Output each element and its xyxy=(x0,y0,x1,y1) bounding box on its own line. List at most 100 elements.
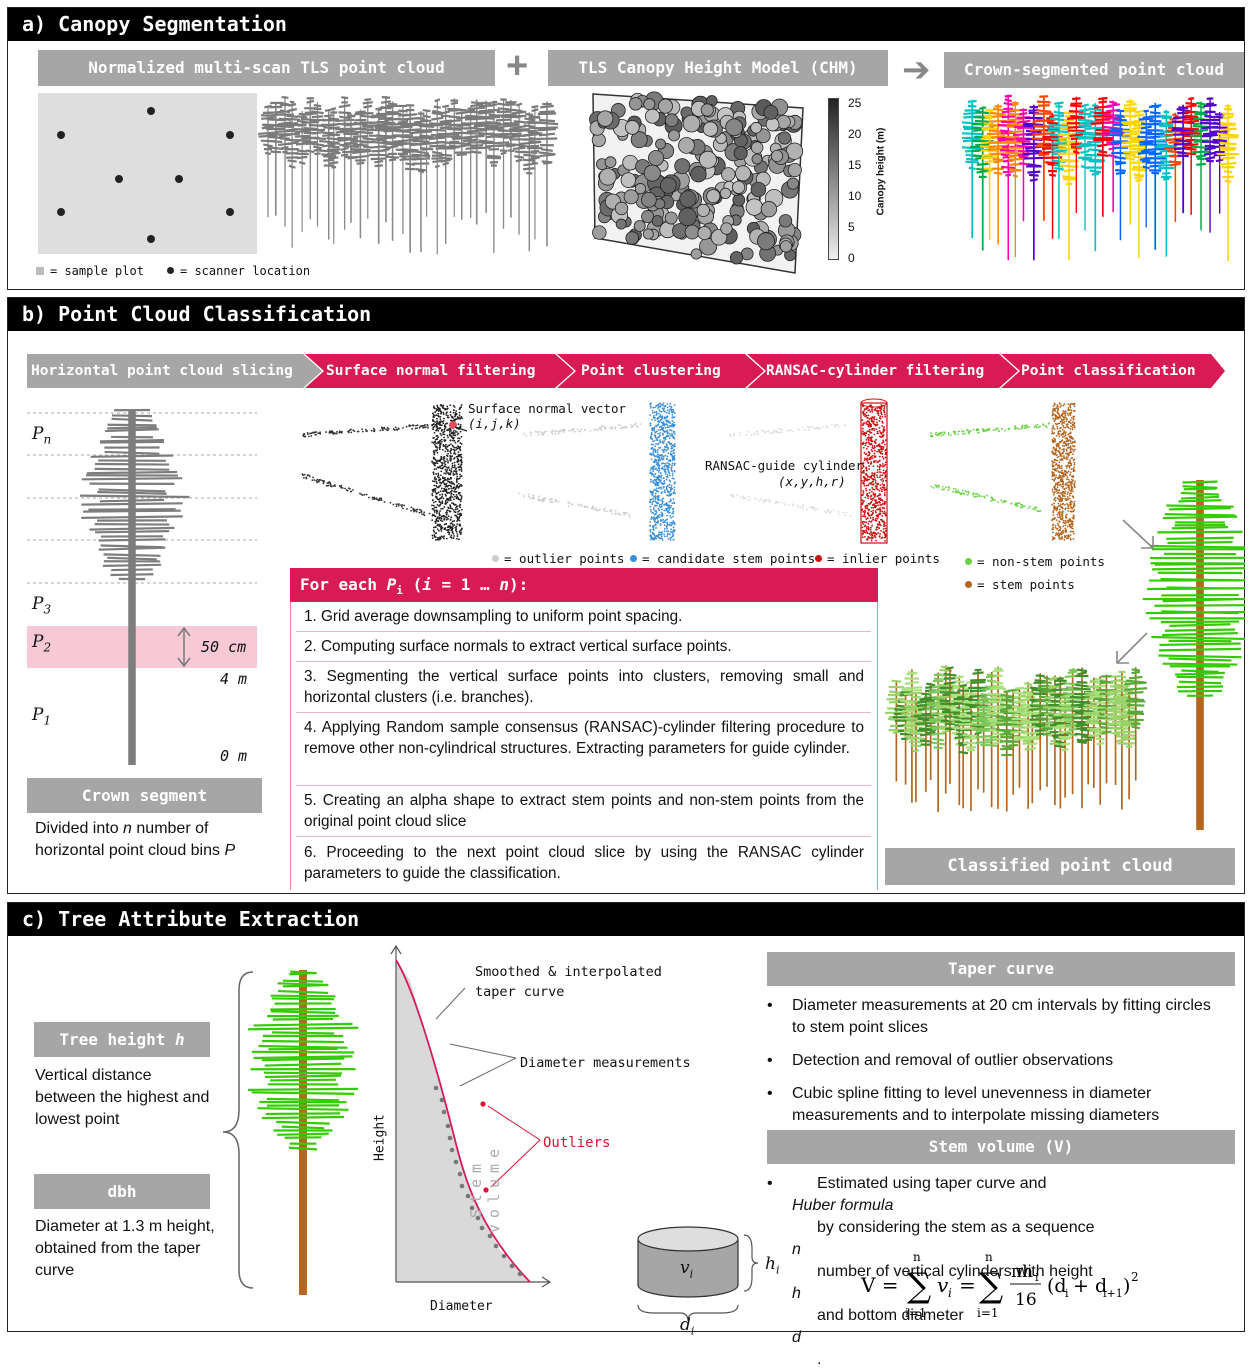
tree-height-desc: Vertical distance between the highest an… xyxy=(35,1065,215,1131)
bin-height-label: 50 cm xyxy=(201,638,246,656)
procedure-header: For each Pi (i = 1 … n): xyxy=(290,568,878,602)
chm-crown xyxy=(648,150,663,165)
tree-crown-segment xyxy=(80,405,200,770)
diameter-point xyxy=(460,1184,465,1189)
diameter-point xyxy=(494,1244,499,1249)
classified-point-cloud-illustration xyxy=(885,470,1245,840)
procedure-step-2: 2. Computing surface normals to extract … xyxy=(304,636,864,657)
chm-crown xyxy=(766,118,779,131)
chm-crown xyxy=(679,137,695,153)
ransac-cylinder-params: (x,y,h,r) xyxy=(778,474,846,489)
chm-crown xyxy=(734,147,747,160)
slice2-outliers xyxy=(523,423,641,437)
legend-outlier-text: = outlier points xyxy=(504,551,624,566)
procedure-step-1: 1. Grid average downsampling to uniform … xyxy=(304,606,864,627)
chm-crown xyxy=(751,142,763,154)
vol-h: h xyxy=(792,1285,801,1302)
vol-n: n xyxy=(792,1241,801,1258)
chm-colorbar xyxy=(828,98,839,260)
arrow-to-forest xyxy=(1117,633,1147,663)
chm-tick: 10 xyxy=(848,189,861,203)
chm-crown xyxy=(621,173,636,188)
slice1-branch xyxy=(302,473,431,516)
cylinder-v-label: vi xyxy=(680,1258,693,1280)
proc-n: n xyxy=(499,575,509,594)
chm-crown xyxy=(691,166,707,182)
bin-p2-p: P xyxy=(32,632,43,652)
chm-crown xyxy=(615,202,627,214)
step-clustering: Point clustering xyxy=(581,354,721,388)
chm-crown xyxy=(593,226,607,240)
step-ransac: RANSAC-cylinder filtering xyxy=(766,354,984,388)
bin-p3-label: P3 xyxy=(32,594,51,616)
scanner-dot xyxy=(147,107,155,115)
chm-tick: 5 xyxy=(848,220,855,234)
chm-crown xyxy=(645,109,659,123)
bin-p2-label: P2 xyxy=(32,632,51,654)
slice1-branch xyxy=(302,423,440,438)
legend-candidate-text: = candidate stem points xyxy=(642,551,815,566)
taper-bullet-2-text: Detection and removal of outlier observa… xyxy=(767,1050,1227,1072)
normal-vector-params: (i,j,k) xyxy=(468,416,521,431)
chm-crown xyxy=(634,221,645,232)
vol-b5: . xyxy=(792,1349,1227,1371)
chm-crown xyxy=(658,99,672,113)
chm-crown xyxy=(675,159,690,174)
chm-crown xyxy=(751,122,762,133)
proc-i: i xyxy=(396,584,403,597)
chm-crown xyxy=(746,199,763,216)
chm-crown xyxy=(733,194,745,206)
dbh-desc: Diameter at 1.3 m height, obtained from … xyxy=(35,1216,215,1282)
panel-c-title: c) Tree Attribute Extraction xyxy=(8,903,1244,936)
step-divider xyxy=(296,661,871,662)
chm-crown xyxy=(665,114,678,127)
chm-crown xyxy=(721,223,733,235)
chm-crown xyxy=(722,168,736,182)
scanner-dot xyxy=(57,131,65,139)
slice3-inliers xyxy=(861,404,887,542)
scanner-dot xyxy=(115,175,123,183)
bin-p3-sub: 3 xyxy=(43,602,51,616)
vol-d: d xyxy=(792,1329,801,1346)
chm-crown xyxy=(764,105,778,119)
chm-crown xyxy=(779,214,792,227)
slice4-nonstem xyxy=(930,422,1050,437)
chm-crown xyxy=(629,98,642,111)
procedure-step-4: 4. Applying Random sample consensus (RAN… xyxy=(304,717,864,759)
procedure-step-5: 5. Creating an alpha shape to extract st… xyxy=(304,790,864,832)
legend-scanner-dot xyxy=(167,267,174,274)
chm-crown xyxy=(707,190,720,203)
ransac-cylinder-label: RANSAC-guide cylinder xyxy=(705,458,863,473)
cyl-d: d xyxy=(680,1315,691,1335)
proc-eq: = 1 … xyxy=(432,575,499,594)
cyl-d-sub: i xyxy=(691,1324,695,1337)
gray-tree xyxy=(536,101,558,246)
diameter-point xyxy=(440,1098,445,1103)
taper-bullet-1-text: Diameter measurements at 20 cm intervals… xyxy=(767,995,1227,1039)
chm-crown xyxy=(778,132,790,144)
chm-axis-label: Canopy height (m) xyxy=(876,117,887,227)
arrow-right-icon: ➔ xyxy=(902,50,931,90)
measurement-pointer xyxy=(460,1058,516,1086)
bin-p1-label: P1 xyxy=(32,705,51,727)
taper-bullet-3: Cubic spline fitting to level unevenness… xyxy=(767,1083,1227,1127)
diameter-measurements-label: Diameter measurements xyxy=(520,1055,691,1071)
chm-crown xyxy=(665,212,677,224)
proc-mid: ( xyxy=(403,575,422,594)
chm-crown xyxy=(660,177,676,193)
chm-crown xyxy=(616,219,626,229)
attribute-tree xyxy=(248,970,358,1295)
chm-tick: 20 xyxy=(848,127,861,141)
crown-desc-p: P xyxy=(224,842,235,859)
gray-forest-point-cloud xyxy=(258,92,558,262)
step-slicing: Horizontal point cloud slicing xyxy=(31,354,293,388)
slice3-outliers xyxy=(730,494,851,517)
scanner-dot xyxy=(226,131,234,139)
scanner-dot xyxy=(226,208,234,216)
chm-crown xyxy=(683,115,700,132)
tree-height-h: h xyxy=(175,1030,185,1049)
stem-volume-title: Stem volume (V) xyxy=(767,1130,1235,1164)
chm-label: TLS Canopy Height Model (CHM) xyxy=(548,50,888,86)
cylinder-d-label: di xyxy=(680,1315,694,1337)
crown-desc-n: n xyxy=(123,820,132,837)
